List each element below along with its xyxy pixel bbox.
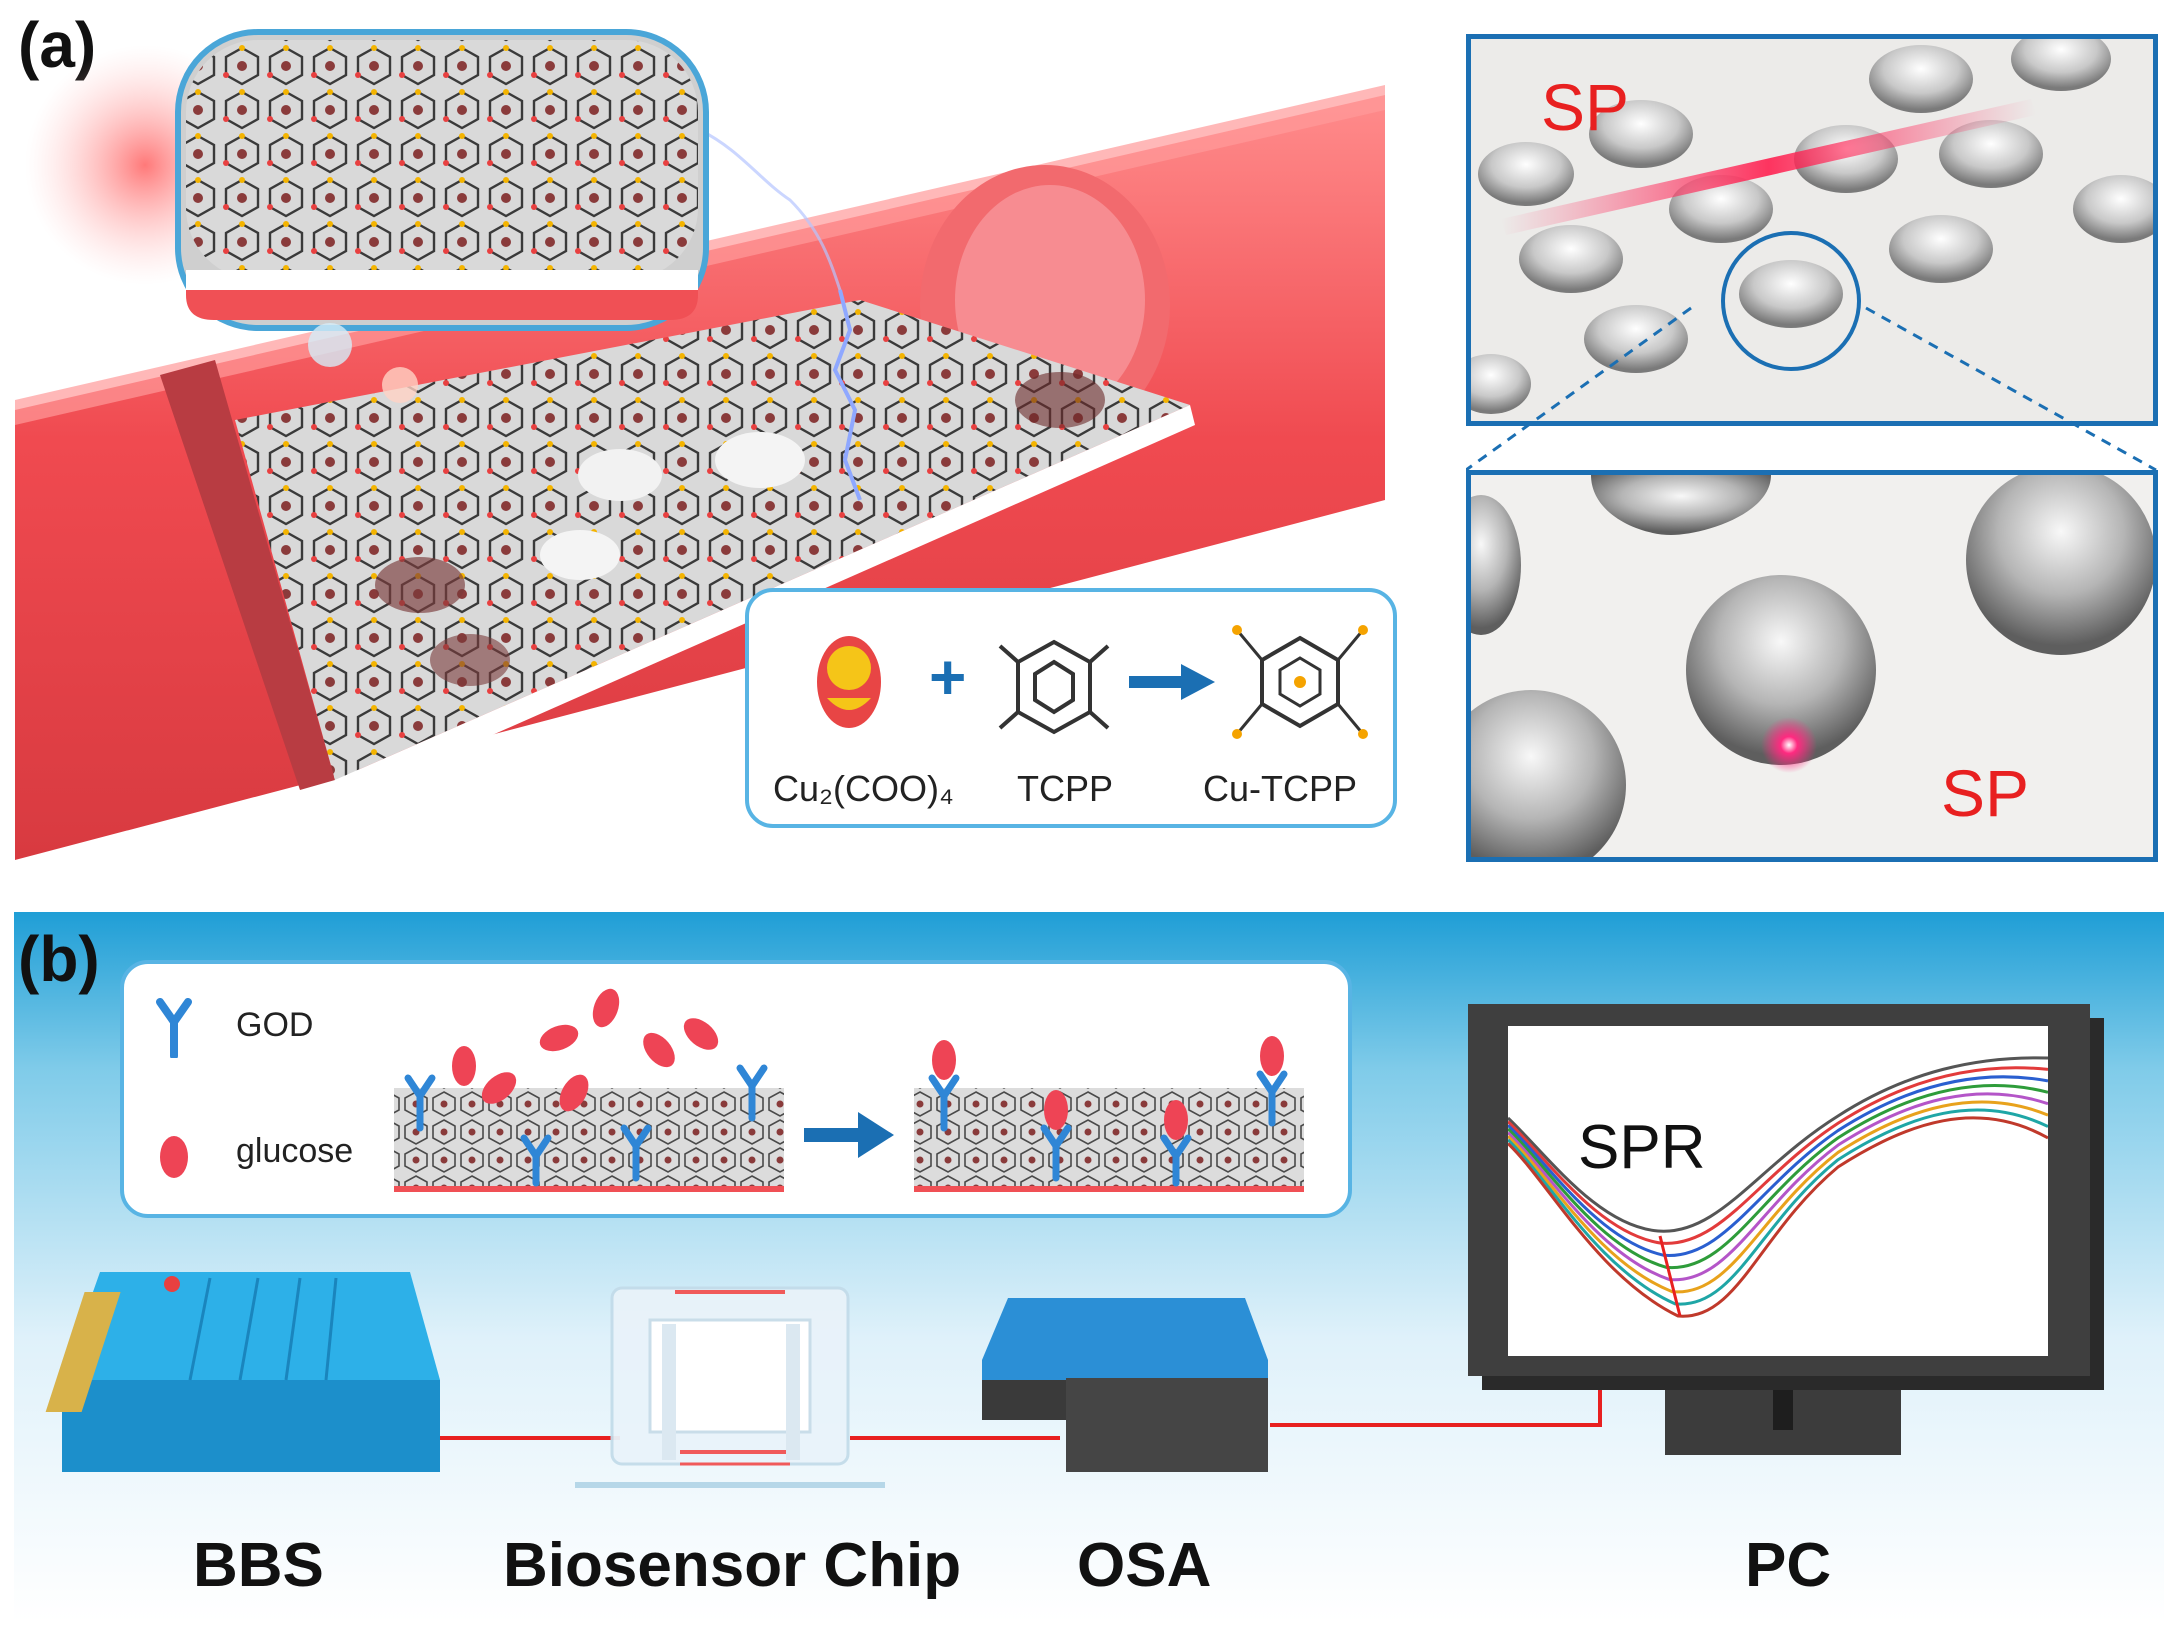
nanocavity-zoom: [1471, 475, 2153, 857]
label-bbs: BBS: [193, 1531, 324, 1600]
sp-surface-panel: SP: [1466, 34, 2158, 426]
monitor-screen: SPR: [1508, 1026, 2048, 1356]
sp-label-bottom: SP: [1941, 756, 2030, 830]
reactant1-label: Cu₂(COO)₄: [773, 768, 954, 809]
spr-curve: [1508, 1083, 2048, 1269]
spr-curve: [1508, 1066, 2048, 1245]
sensing-inset-box: GOD glucose: [120, 960, 1352, 1218]
reaction-scheme-box: + Cu₂(COO)₄ TCPP Cu-TCPP: [745, 588, 1397, 828]
cu-paddlewheel-icon: [817, 636, 881, 728]
spr-label: SPR: [1578, 1113, 1706, 1182]
glucose-icon: [160, 1136, 188, 1178]
legend-god: GOD: [236, 1006, 314, 1044]
pc-monitor: SPR: [1468, 1004, 2090, 1376]
reactant2-label: TCPP: [1017, 768, 1114, 809]
tcpp-molecule-icon: [998, 639, 1110, 735]
spr-curve: [1508, 1056, 2048, 1233]
label-osa: OSA: [1077, 1531, 1212, 1600]
plus-sign: +: [929, 641, 967, 713]
sp-zoom-panel: SP: [1466, 470, 2158, 862]
legend-glucose: glucose: [236, 1132, 354, 1170]
spr-curve: [1508, 1100, 2048, 1294]
nanocavity-array: [1471, 39, 2153, 414]
panel-b-label: (b): [18, 923, 100, 995]
spr-curves-plot: [1508, 1056, 2048, 1318]
product-label: Cu-TCPP: [1203, 768, 1358, 809]
label-pc: PC: [1745, 1531, 1832, 1600]
spr-curve: [1508, 1092, 2048, 1282]
spr-curve: [1508, 1108, 2048, 1306]
reaction-arrow-icon: [1129, 664, 1215, 700]
setup-diagram: [45, 1272, 1901, 1488]
spr-curve: [1508, 1116, 2048, 1318]
label-biosensor-chip: Biosensor Chip: [503, 1531, 962, 1600]
sp-label-top: SP: [1541, 70, 1630, 144]
sensing-before-after: [394, 988, 1304, 1192]
god-icon: [156, 998, 192, 1058]
cu-tcpp-molecule-icon: [1232, 625, 1368, 739]
spr-curve: [1508, 1075, 2048, 1257]
zoom-lines: [1466, 306, 2157, 472]
